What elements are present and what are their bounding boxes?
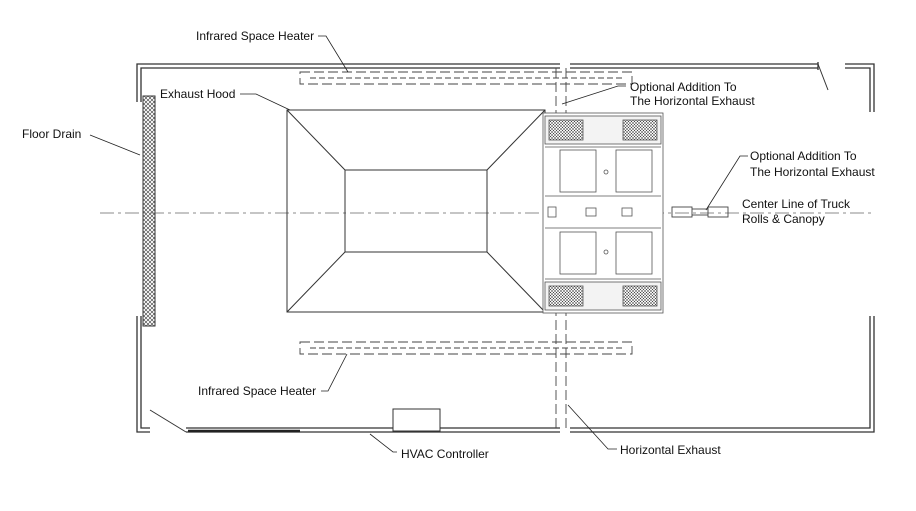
infrared-heater-bottom xyxy=(299,341,633,355)
optional-addition-label-2a: Optional Addition To xyxy=(750,149,857,163)
optional-addition-label-2b: The Horizontal Exhaust xyxy=(750,165,875,179)
building-walls xyxy=(136,62,875,433)
horizontal-exhaust-label: Horizontal Exhaust xyxy=(620,443,721,457)
exhaust-hood xyxy=(286,109,546,313)
infrared-heater-top-label: Infrared Space Heater xyxy=(196,29,314,43)
center-line-label-b: Rolls & Canopy xyxy=(742,212,825,226)
exhaust-hood-label: Exhaust Hood xyxy=(160,87,235,101)
center-line-label-a: Center Line of Truck xyxy=(742,197,851,211)
hvac-controller-label: HVAC Controller xyxy=(401,447,489,461)
exhaust-extension xyxy=(671,206,729,218)
leader-lines xyxy=(89,35,748,453)
truck-rolls-unit xyxy=(542,112,664,314)
infrared-heater-top xyxy=(299,71,633,85)
optional-addition-label-1a: Optional Addition To xyxy=(630,80,737,94)
floor-drain xyxy=(142,95,156,327)
optional-addition-label-1b: The Horizontal Exhaust xyxy=(630,94,755,108)
hvac-controller xyxy=(392,408,441,432)
infrared-heater-bottom-label: Infrared Space Heater xyxy=(198,384,316,398)
floor-drain-label: Floor Drain xyxy=(22,127,81,141)
